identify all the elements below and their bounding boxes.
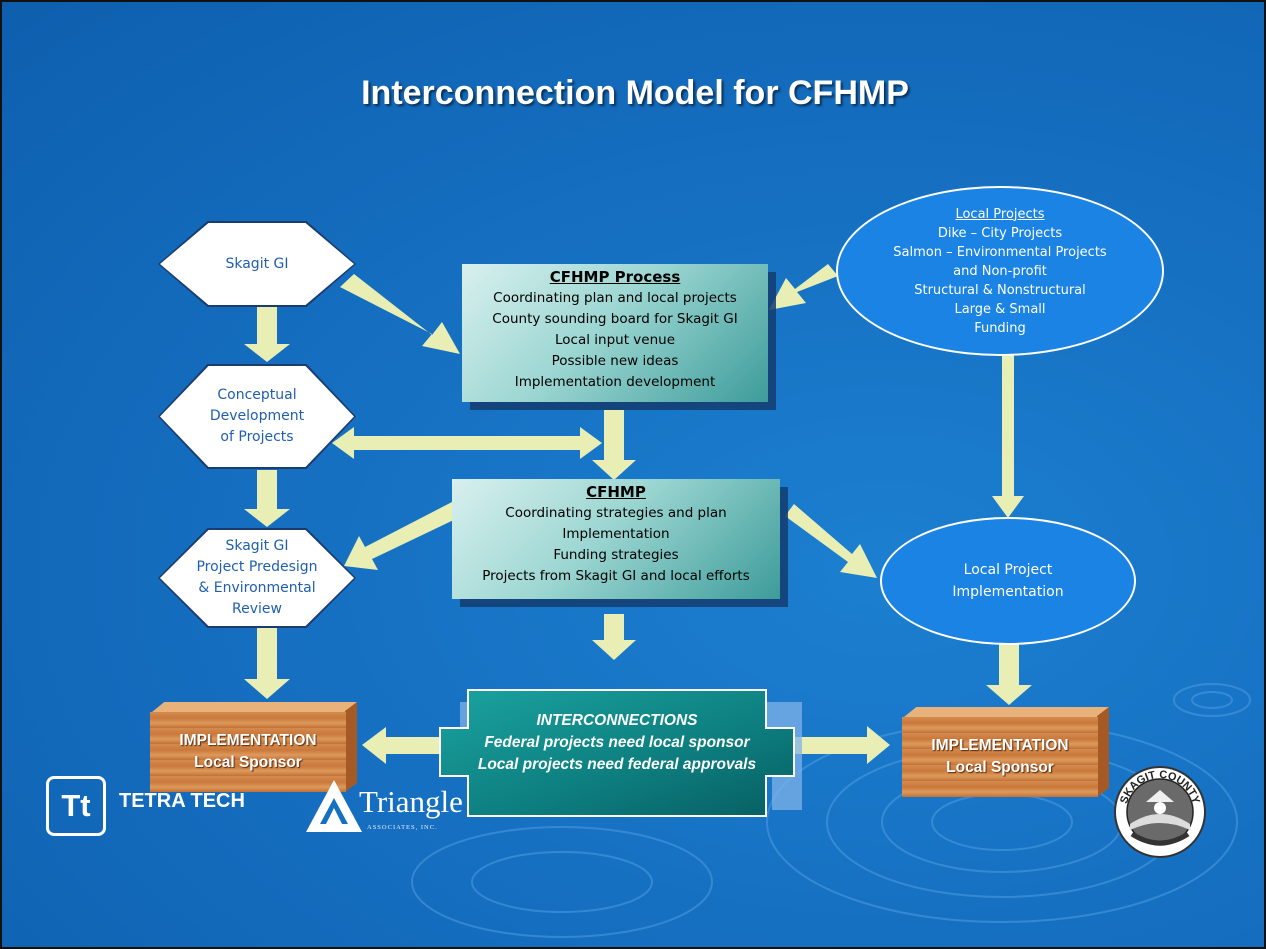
conceptual-line: of Projects [220,429,294,445]
predesign-line: & Environmental [198,580,316,596]
arrow-process-to-cfhmp [592,410,636,480]
conceptual-development-hexagon: Conceptual Development of Projects [160,366,354,467]
local-projects-line: Large & Small [954,301,1046,317]
cfhmp-process-box: CFHMP Process Coordinating plan and loca… [462,264,768,402]
arrow-conceptual-cfhmp-double [332,427,602,459]
arrow-cfhmp-to-interconnections [592,614,636,660]
interconnections-banner [439,689,795,817]
impl-right-line2: Local Sponsor [946,759,1054,776]
tetratech-logo-icon: Tt [46,776,106,836]
local-projects-line: Structural & Nonstructural [914,282,1086,298]
arrow-interconnections-to-impl-right [792,726,890,764]
triangle-sub: ASSOCIATES, INC. [367,824,438,831]
predesign-line: Skagit GI [225,538,289,554]
arrows [244,264,1032,764]
local-impl-line: Local Project [963,562,1053,578]
arrow-interconnections-to-impl-left [362,727,440,764]
page-title: Interconnection Model for CFHMP [361,74,909,112]
arrow-localprojects-to-localimpl [992,347,1024,518]
predesign-line: Project Predesign [196,559,318,575]
crate-right-side [1097,707,1109,797]
process-line: Implementation development [514,374,716,390]
local-projects-heading: Local Projects [955,206,1045,222]
crate-left-side [345,702,357,792]
conceptual-line: Development [209,408,305,424]
tetratech-name: TETRA TECH [119,790,245,812]
interconnections-line: Federal projects need local sponsor [484,734,750,751]
cfhmp-line: Coordinating strategies and plan [505,505,727,521]
arrow-skagit-to-conceptual [244,307,290,362]
arrow-conceptual-to-predesign [244,470,290,527]
cfhmp-line: Projects from Skagit GI and local effort… [482,568,750,584]
interconnections-text: INTERCONNECTIONS Federal projects need l… [438,710,796,776]
impl-left-line1: IMPLEMENTATION [179,732,317,749]
triangle-name: Triangle [359,784,463,819]
cfhmp-process-heading: CFHMP Process [549,268,681,286]
cfhmp-line: Implementation [562,526,670,542]
interconnections-heading: INTERCONNECTIONS [536,712,698,729]
cfhmp-box: CFHMP Coordinating strategies and plan I… [452,479,780,599]
implementation-right-crate: IMPLEMENTATION Local Sponsor [902,717,1098,797]
arrow-cfhmp-to-localimpl [785,504,877,578]
arrow-localimpl-to-impl-right [986,642,1032,705]
process-line: Possible new ideas [551,353,679,369]
local-projects-oval: Local Projects Dike – City Projects Salm… [836,186,1164,356]
skagit-county-seal-icon: SKAGIT COUNTY [1114,766,1206,858]
process-line: Coordinating plan and local projects [493,290,737,306]
crate-right-top [904,707,1109,717]
impl-right-line1: IMPLEMENTATION [931,737,1069,754]
local-projects-line: Salmon – Environmental Projects [893,244,1107,260]
local-project-implementation-oval: Local Project Implementation [880,517,1136,645]
arrow-skagit-to-process [340,274,460,354]
local-projects-line: Dike – City Projects [937,225,1063,241]
predesign-line: Review [232,601,282,617]
cfhmp-line: Funding strategies [553,547,679,563]
process-line: Local input venue [554,332,675,348]
arrow-localprojects-to-process [769,264,838,310]
local-projects-line: and Non-profit [953,263,1047,279]
triangle-logo-icon [306,780,362,832]
tetratech-mark: Tt [61,788,91,823]
crate-left-top [152,702,357,712]
cfhmp-heading: CFHMP [586,483,646,501]
interconnections-line: Local projects need federal approvals [477,756,757,773]
local-impl-line: Implementation [952,584,1064,600]
arrow-predesign-to-impl-left [244,627,290,699]
process-line: County sounding board for Skagit GI [492,311,738,327]
conceptual-line: Conceptual [217,387,297,403]
skagit-gi-label: Skagit GI [225,255,289,272]
impl-left-line2: Local Sponsor [194,754,302,771]
arrow-cfhmp-to-predesign [344,502,462,570]
local-projects-line: Funding [974,320,1026,336]
implementation-left-crate: IMPLEMENTATION Local Sponsor [150,712,346,792]
